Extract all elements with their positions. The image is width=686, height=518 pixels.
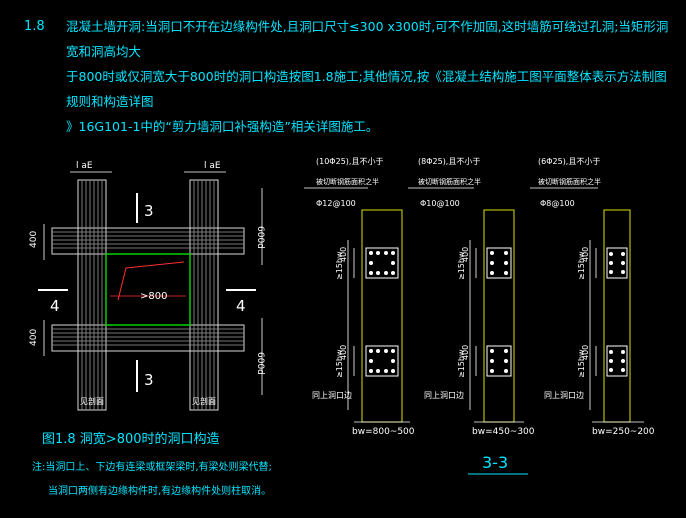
section-detail-1: (10Φ25),且不小于 被切断钢筋面积之半 Φ12@100 ≥15bw 400…: [304, 157, 415, 437]
section-bw-label: bw=250~200: [592, 427, 655, 437]
section-spec-1: (8Φ25),且不小于: [418, 157, 480, 166]
dim-400-top: 400: [29, 231, 39, 248]
section-dim-b: 400: [581, 247, 590, 262]
dim-600d-bottom: 600d: [255, 352, 265, 375]
section-side-note: 同上洞口边: [424, 390, 464, 400]
section-title: 3-3: [482, 453, 508, 472]
dim-400-bottom: 400: [29, 329, 39, 346]
section-detail-2: (8Φ25),且不小于 被切断钢筋面积之半 Φ10@100 ≥15bw 400 …: [408, 157, 535, 437]
lae-left-label: l aE: [76, 161, 93, 171]
section-dim-a: ≥15bw: [335, 251, 344, 280]
edge-left-label: 见剖面: [80, 396, 104, 406]
footnote-line: 当洞口两侧有边缘构件时,有边缘构件处则柱取消。: [48, 486, 272, 497]
section-spec-2: 被切断钢筋面积之半: [316, 177, 379, 186]
section-side-note: 同上洞口边: [312, 390, 352, 400]
section-dim-b: 400: [339, 247, 348, 262]
note-line: 》16G101-1中的“剪力墙洞口补强构造”相关详图施工。: [66, 119, 379, 134]
section-dim-d: 400: [339, 345, 348, 360]
note-line: 混凝土墙开洞:当洞口不开在边缘构件处,且洞口尺寸≤300 x300时,可不作加固…: [66, 19, 669, 59]
section-bw-label: bw=800~500: [352, 427, 415, 437]
section-bw-label: bw=450~300: [472, 427, 535, 437]
edge-right-label: 见剖面: [192, 396, 216, 406]
figure-caption: 图1.8 洞宽>800时的洞口构造: [42, 432, 220, 447]
section-dim-d: 400: [461, 345, 470, 360]
section-dim-d: 400: [581, 345, 590, 360]
section-spec-2: 被切断钢筋面积之半: [538, 177, 601, 186]
section-dim-a: ≥15bw: [457, 251, 466, 280]
section-dim-a: ≥15bw: [577, 251, 586, 280]
section-3-bottom-marker: 3: [144, 371, 154, 389]
section-dim-b: 400: [461, 247, 470, 262]
lae-right-label: l aE: [204, 161, 221, 171]
section-dim-c: ≥15bw: [335, 349, 344, 378]
section-dim-c: ≥15bw: [457, 349, 466, 378]
section-side-note: 同上洞口边: [544, 390, 584, 400]
section-4-right-marker: 4: [236, 297, 246, 315]
section-dim-c: ≥15bw: [577, 349, 586, 378]
note-number: 1.8: [24, 19, 45, 34]
section-stirrup: Φ10@100: [420, 199, 460, 208]
section-3-top-marker: 3: [144, 202, 154, 220]
section-stirrup: Φ12@100: [316, 199, 356, 208]
section-spec-1: (6Φ25),且不小于: [538, 157, 600, 166]
section-stirrup: Φ8@100: [540, 199, 575, 208]
dim-600d-top: 600d: [255, 226, 265, 249]
section-4-left-marker: 4: [50, 297, 60, 315]
section-spec-2: 被切断钢筋面积之半: [418, 177, 481, 186]
section-detail-3: (6Φ25),且不小于 被切断钢筋面积之半 Φ8@100 ≥15bw 400 ≥…: [530, 157, 655, 437]
opening-width-label: >800: [140, 291, 167, 302]
note-text: 混凝土墙开洞:当洞口不开在边缘构件处,且洞口尺寸≤300 x300时,可不作加固…: [66, 14, 678, 139]
section-spec-1: (10Φ25),且不小于: [316, 157, 383, 166]
note-line: 于800时或仅洞宽大于800时的洞口构造按图1.8施工;其他情况,按《混凝土结构…: [66, 69, 667, 109]
footnote-line: 注:当洞口上、下边有连梁或框架梁时,有梁处则梁代替;: [32, 462, 272, 473]
